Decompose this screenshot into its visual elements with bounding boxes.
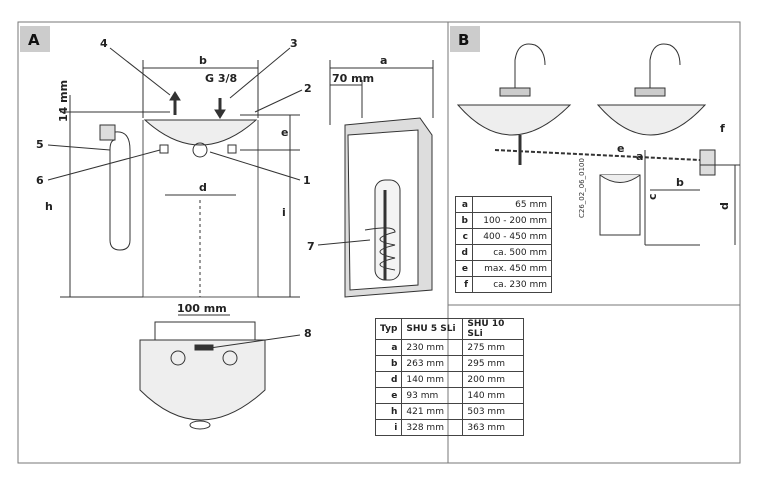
row-value: max. 450 mm: [472, 260, 552, 277]
row-key: f: [455, 276, 473, 293]
header-typ: Typ: [374, 318, 403, 340]
shu5-value: 263 mm: [401, 355, 464, 372]
shu5-value: 93 mm: [401, 387, 464, 404]
panel-b-label: B: [458, 31, 469, 49]
dim-100mm: 100 mm: [177, 302, 227, 315]
dim-70mm: 70 mm: [332, 72, 374, 85]
row-value: 100 - 200 mm: [472, 212, 552, 229]
dim-d: d: [199, 181, 207, 194]
shu10-value: 503 mm: [462, 403, 525, 420]
callout-2: 2: [304, 82, 312, 95]
shu10-value: 363 mm: [462, 419, 525, 436]
dim-a: a: [380, 54, 387, 67]
dim-b: b: [199, 54, 207, 67]
callout-4: 4: [100, 37, 108, 50]
install-a: a: [636, 150, 643, 163]
row-key: b: [455, 212, 473, 229]
row-key: h: [374, 403, 403, 420]
header-shu5: SHU 5 SLi: [401, 318, 464, 340]
row-key: i: [374, 419, 403, 436]
shu10-value: 295 mm: [462, 355, 525, 372]
heater-bottom-view: [139, 314, 301, 430]
install-d: d: [718, 202, 731, 210]
panel-a-badge: [20, 26, 50, 52]
callout-3: 3: [290, 37, 298, 50]
install-c: c: [646, 193, 659, 200]
panel-a-label: A: [28, 31, 40, 49]
dim-e: e: [281, 126, 288, 139]
installation-diagram: [456, 43, 740, 246]
row-key: a: [374, 339, 403, 356]
row-key: d: [455, 244, 473, 261]
shu5-value: 230 mm: [401, 339, 464, 356]
row-value: ca. 500 mm: [472, 244, 552, 261]
dim-14mm: 14 mm: [57, 80, 70, 122]
install-e: e: [617, 142, 624, 155]
panel-b-badge: [450, 26, 480, 52]
row-value: 400 - 450 mm: [472, 228, 552, 245]
row-key: e: [374, 387, 403, 404]
install-f: f: [720, 122, 725, 135]
dim-i: i: [282, 206, 286, 219]
shu10-value: 140 mm: [462, 387, 525, 404]
shu10-value: 200 mm: [462, 371, 525, 388]
callout-5: 5: [36, 138, 44, 151]
row-value: ca. 230 mm: [472, 276, 552, 293]
heater-side-view: [317, 60, 434, 298]
header-shu10: SHU 10 SLi: [462, 318, 525, 340]
heater-front-view: [47, 47, 303, 298]
dim-h: h: [45, 200, 53, 213]
callout-1: 1: [303, 174, 311, 187]
callout-6: 6: [36, 174, 44, 187]
outer-frame: [17, 21, 741, 464]
row-key: c: [455, 228, 473, 245]
row-key: e: [455, 260, 473, 277]
drawing-code: C26_02_06_0100: [578, 158, 586, 218]
row-key: d: [374, 371, 403, 388]
row-key: b: [374, 355, 403, 372]
callout-7: 7: [307, 240, 315, 253]
row-value: 65 mm: [472, 196, 552, 213]
callout-8: 8: [304, 327, 312, 340]
thread-size: G 3/8: [205, 72, 237, 85]
row-key: a: [455, 196, 473, 213]
install-b: b: [676, 176, 684, 189]
shu5-value: 328 mm: [401, 419, 464, 436]
shu5-value: 421 mm: [401, 403, 464, 420]
shu5-value: 140 mm: [401, 371, 464, 388]
shu10-value: 275 mm: [462, 339, 525, 356]
